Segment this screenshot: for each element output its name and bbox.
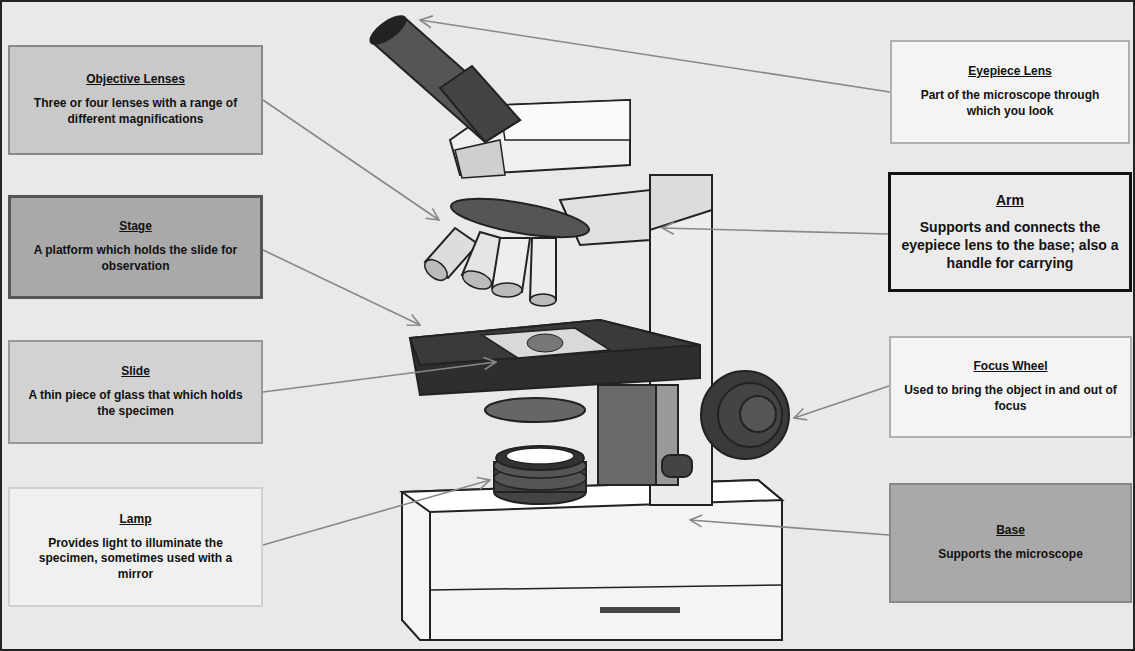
objective-lenses <box>421 191 592 306</box>
part-name: Eyepiece Lens <box>968 64 1051 78</box>
leader-line <box>263 480 490 545</box>
callout-box: LampProvides light to illuminate the spe… <box>8 487 263 607</box>
part-name: Base <box>996 523 1025 537</box>
callout-box: Slide A thin piece of glass that which ho… <box>8 340 263 444</box>
leader-line <box>662 228 888 234</box>
part-description: Part of the microscope through which you… <box>902 88 1118 119</box>
callout-box: Focus WheelUsed to bring the object in a… <box>889 336 1132 438</box>
leader-line <box>794 386 889 418</box>
part-name: Lamp <box>119 512 151 526</box>
leader-line <box>263 362 496 392</box>
part-description: Supports and connects the eyepiece lens … <box>901 218 1119 273</box>
base <box>402 480 782 640</box>
part-description: Supports the microscope <box>938 547 1083 563</box>
part-name: Focus Wheel <box>973 359 1047 373</box>
lamp <box>494 446 586 504</box>
callout-box: Stage A platform which holds the slide fo… <box>8 195 263 299</box>
callout-box: Objective LensesThree or four lenses wit… <box>8 45 263 155</box>
callout-box: BaseSupports the microscope <box>889 483 1132 603</box>
stage <box>410 320 700 422</box>
part-name: Stage <box>119 219 152 233</box>
leader-line <box>263 100 439 220</box>
part-description: Provides light to illuminate the specime… <box>20 536 251 583</box>
leader-line <box>420 20 890 92</box>
leader-lines <box>263 20 890 545</box>
part-description: A thin piece of glass that which holds t… <box>20 388 251 419</box>
slide <box>482 328 610 358</box>
part-description: Three or four lenses with a range of dif… <box>20 96 251 127</box>
part-description: A platform which holds the slide for obs… <box>21 243 250 274</box>
leader-line <box>690 520 889 535</box>
callout-box: Eyepiece LensPart of the microscope thro… <box>890 40 1130 144</box>
eyepiece <box>365 10 520 142</box>
part-name: Objective Lenses <box>86 72 185 86</box>
part-description: Used to bring the object in and out of f… <box>901 383 1120 414</box>
focus-wheel <box>701 371 789 459</box>
callout-box: ArmSupports and connects the eyepiece le… <box>888 172 1132 292</box>
part-name: Arm <box>996 192 1024 208</box>
leader-line <box>263 250 420 325</box>
part-name: Slide <box>121 364 150 378</box>
